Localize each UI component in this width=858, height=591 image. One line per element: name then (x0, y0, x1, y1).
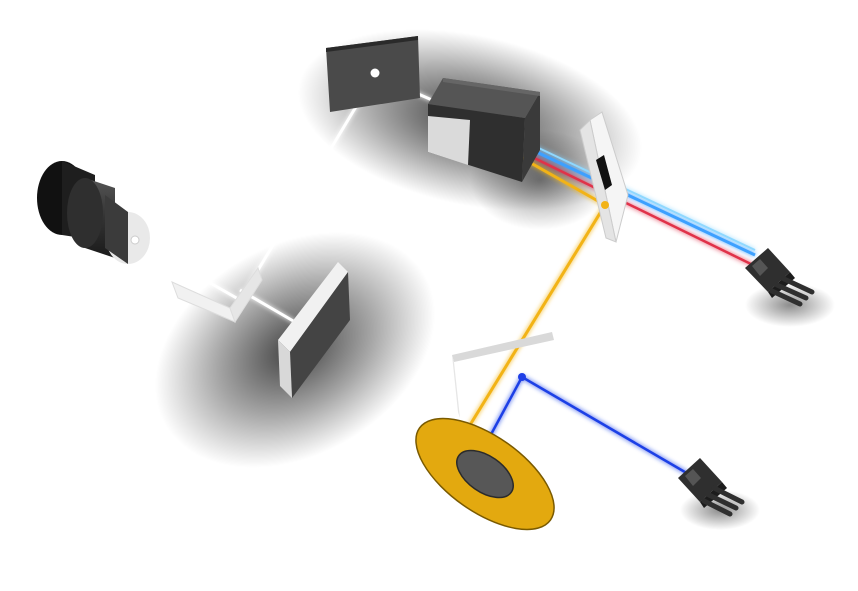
beam-red (527, 153, 756, 268)
beam-splitter (171, 266, 263, 324)
fiber-connector-upper (745, 248, 815, 307)
beam-blue (527, 146, 756, 257)
mirror-reflection-icon (370, 68, 380, 78)
sample-disc (415, 417, 555, 531)
beam-cyan (527, 142, 756, 251)
dichroic-mirror (579, 111, 629, 243)
pickup-mirror (452, 332, 554, 418)
laser-source (37, 161, 150, 264)
laser-aperture-icon (130, 235, 140, 245)
mirror-upper (326, 36, 420, 112)
dichroic-spot-icon (601, 201, 609, 209)
optical-box (428, 78, 540, 182)
pickup-spot-icon (518, 373, 526, 381)
fiber-connector-lower (678, 458, 745, 517)
mirror-lower (278, 262, 350, 398)
